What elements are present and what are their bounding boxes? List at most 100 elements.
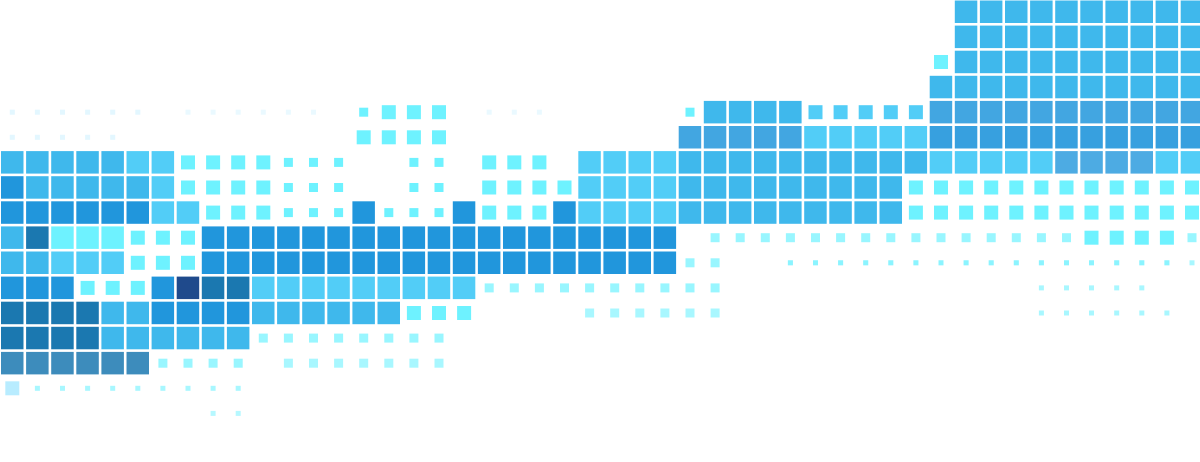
mosaic-tile: [1055, 50, 1078, 74]
mosaic-tile: [76, 176, 99, 199]
mosaic-tile: [434, 333, 444, 343]
mosaic-tile: [532, 155, 547, 170]
mosaic-tile: [1038, 310, 1044, 316]
mosaic-tile: [578, 151, 601, 174]
mosaic-tile: [452, 226, 476, 249]
mosaic-tile: [1005, 0, 1028, 23]
mosaic-tile: [961, 233, 971, 243]
mosaic-tile: [226, 301, 250, 325]
mosaic-tile: [804, 176, 827, 199]
mosaic-tile: [1080, 25, 1103, 49]
mosaic-tile: [359, 107, 369, 117]
mosaic-tile: [231, 205, 246, 220]
mosaic-tile: [954, 126, 978, 149]
mosaic-tile: [1034, 205, 1049, 220]
mosaic-tile: [1080, 50, 1103, 74]
mosaic-tile: [1180, 50, 1200, 74]
mosaic-tile: [76, 226, 99, 249]
mosaic-tile: [327, 301, 350, 325]
mosaic-tile: [854, 201, 877, 224]
mosaic-tile: [929, 75, 953, 99]
mosaic-tile: [628, 201, 651, 224]
mosaic-tile: [963, 260, 969, 266]
mosaic-tile: [560, 283, 569, 293]
mosaic-tile: [503, 226, 526, 249]
mosaic-tile: [181, 155, 195, 170]
mosaic-tile: [1155, 75, 1179, 99]
mosaic-tile: [1080, 75, 1103, 99]
mosaic-tile: [176, 326, 200, 350]
mosaic-tile: [879, 126, 902, 149]
mosaic-tile: [158, 358, 168, 368]
mosaic-tile: [26, 151, 49, 174]
mosaic-tile: [553, 251, 576, 274]
mosaic-tile: [1009, 180, 1024, 195]
mosaic-tile: [482, 180, 497, 195]
mosaic-tile: [528, 251, 551, 274]
mosaic-tile: [754, 151, 777, 174]
mosaic-tile: [685, 107, 695, 117]
mosaic-tile: [1134, 180, 1149, 195]
mosaic-tile: [534, 283, 544, 293]
mosaic-tile: [678, 176, 702, 199]
mosaic-tile: [51, 251, 74, 274]
mosaic-tile: [160, 385, 166, 391]
mosaic-tile: [1055, 75, 1078, 99]
mosaic-tile: [9, 109, 15, 115]
mosaic-tile: [283, 183, 293, 192]
mosaic-tile: [283, 208, 293, 218]
mosaic-tile: [130, 230, 145, 245]
mosaic-tile: [1013, 260, 1019, 266]
mosaic-tile: [135, 385, 141, 391]
mosaic-tile: [210, 109, 216, 115]
mosaic-tile: [1187, 233, 1197, 243]
mosaic-tile: [26, 276, 49, 300]
mosaic-tile: [979, 25, 1003, 49]
mosaic-tile: [85, 385, 91, 391]
mosaic-tile: [206, 155, 221, 170]
mosaic-tile: [1130, 126, 1153, 149]
mosaic-tile: [1139, 260, 1145, 266]
mosaic-tile: [309, 333, 318, 343]
mosaic-tile: [1055, 126, 1078, 149]
mosaic-tile: [908, 105, 923, 120]
mosaic-tile: [201, 301, 225, 325]
mosaic-tile: [854, 126, 877, 149]
mosaic-tile: [685, 283, 695, 293]
mosaic-tile: [728, 201, 752, 224]
mosaic-tile: [754, 176, 777, 199]
mosaic-tile: [703, 100, 727, 124]
mosaic-tile: [858, 105, 873, 120]
mosaic-tile: [406, 306, 421, 320]
mosaic-tile: [26, 176, 49, 199]
mosaic-tile: [302, 251, 325, 274]
mosaic-tile: [703, 201, 727, 224]
mosaic-tile: [1084, 205, 1099, 220]
mosaic-tile: [603, 176, 626, 199]
mosaic-tile: [1005, 50, 1028, 74]
mosaic-tile: [728, 176, 752, 199]
mosaic-tile: [532, 180, 547, 195]
mosaic-tile: [1130, 75, 1153, 99]
mosaic-tile: [384, 333, 394, 343]
mosaic-tile: [710, 283, 720, 293]
mosaic-tile: [984, 205, 999, 220]
mosaic-tile: [235, 410, 241, 416]
mosaic-tile: [509, 283, 519, 293]
mosaic-tile: [1, 276, 24, 300]
mosaic-tile: [1, 351, 24, 375]
mosaic-tile: [285, 109, 291, 115]
mosaic-tile: [327, 251, 350, 274]
mosaic-tile: [206, 205, 221, 220]
mosaic-tile: [409, 358, 419, 368]
mosaic-tile: [151, 151, 175, 174]
mosaic-tile: [1080, 151, 1103, 174]
mosaic-tile: [252, 301, 275, 325]
mosaic-tile: [409, 333, 419, 343]
mosaic-tile: [352, 226, 375, 249]
mosaic-tile: [678, 151, 702, 174]
mosaic-tile: [779, 126, 802, 149]
mosaic-tile: [959, 180, 974, 195]
mosaic-tile: [934, 180, 948, 195]
mosaic-tile: [377, 251, 400, 274]
